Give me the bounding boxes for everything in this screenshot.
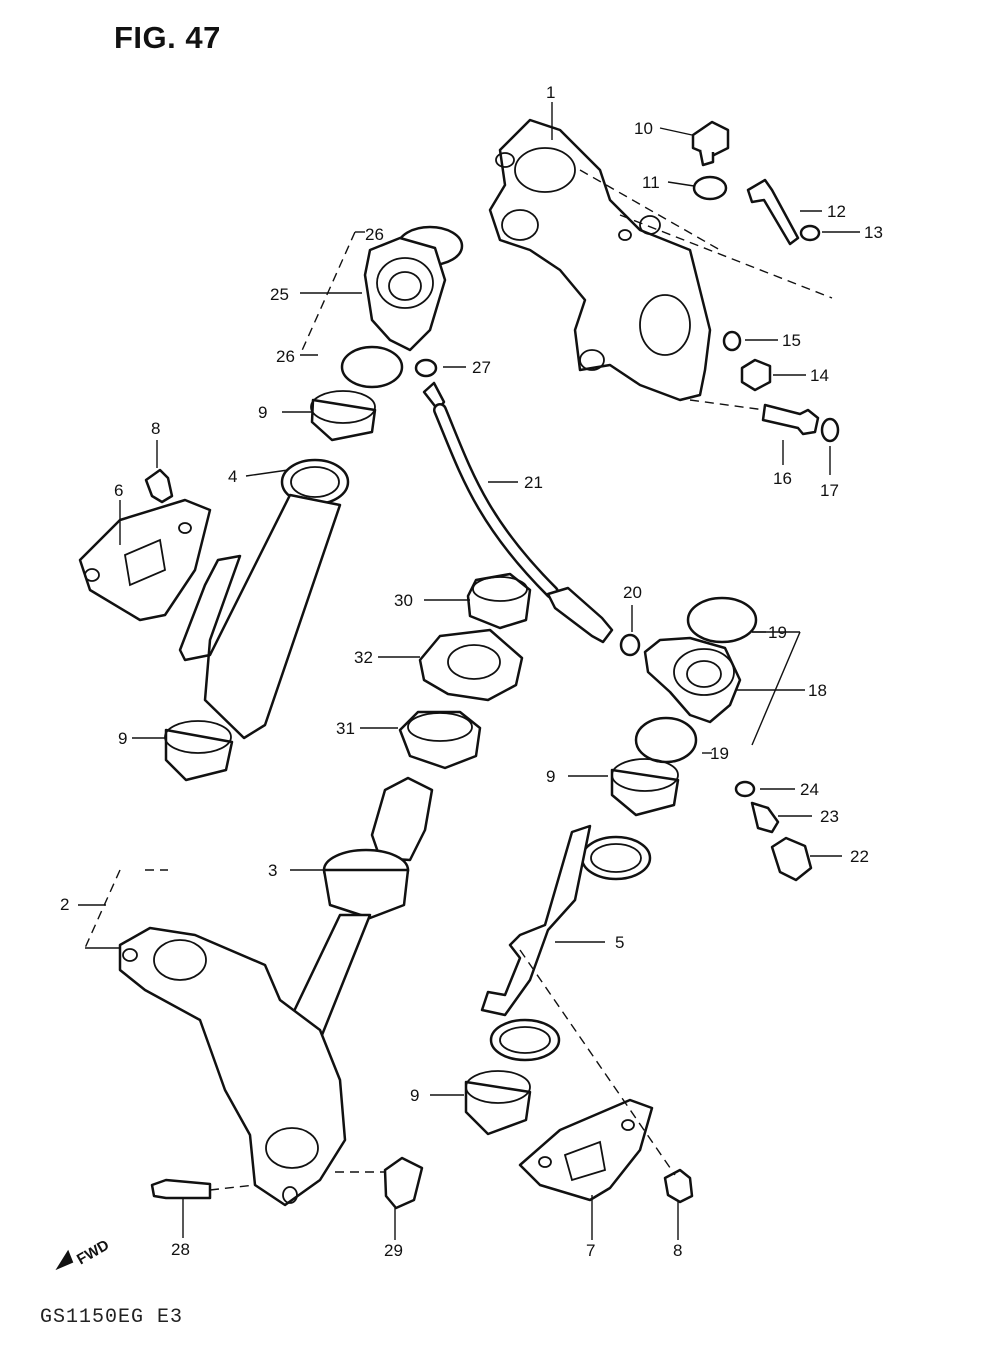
callout-10: 10 [634, 119, 653, 138]
bracket-4 [178, 458, 350, 740]
bolt-10 [691, 120, 730, 167]
callout-18: 18 [808, 681, 827, 700]
grommet-9-a [310, 390, 377, 442]
callout-27: 27 [472, 358, 491, 377]
callout-22: 22 [850, 847, 869, 866]
callout-2: 2 [60, 895, 69, 914]
bolt-16 [761, 403, 820, 436]
callout-32: 32 [354, 648, 373, 667]
callout-23: 23 [820, 807, 839, 826]
callout-30: 30 [394, 591, 413, 610]
callout-9-d: 9 [410, 1086, 419, 1105]
callout-29: 29 [384, 1241, 403, 1260]
seal-26-lower [340, 345, 404, 389]
grommet-9-b [164, 720, 234, 782]
callout-26-upper: 26 [365, 225, 384, 244]
callout-8-bottom: 8 [673, 1241, 682, 1260]
plate-29 [383, 1156, 424, 1210]
callout-1: 1 [546, 83, 555, 102]
callout-15: 15 [782, 331, 801, 350]
seal-19-upper [686, 596, 758, 644]
callout-19-upper: 19 [768, 623, 787, 642]
washer-13 [799, 224, 821, 242]
washer-15 [722, 330, 742, 352]
seal-19-lower [634, 716, 698, 764]
joint-18 [643, 636, 742, 724]
race-32 [418, 628, 524, 702]
callout-13: 13 [864, 223, 883, 242]
screw-8-top [144, 468, 174, 504]
dust-seal-30 [466, 572, 532, 630]
callout-9-c: 9 [546, 767, 555, 786]
callout-20: 20 [623, 583, 642, 602]
steering-stem-3 [283, 776, 434, 1042]
washer-11 [692, 175, 728, 201]
washer-17 [820, 417, 840, 443]
grommet-9-c [610, 758, 680, 817]
washer-27 [414, 358, 438, 378]
callout-19-lower: 19 [710, 744, 729, 763]
bolt-28 [150, 1178, 212, 1200]
callout-9-b: 9 [118, 729, 127, 748]
upper-bracket [488, 118, 712, 402]
washer-24 [734, 780, 756, 798]
callout-5: 5 [615, 933, 624, 952]
bolt-12 [746, 178, 800, 246]
plate-6 [78, 498, 212, 622]
forward-arrow-icon [55, 1249, 74, 1271]
hose-union-25 [363, 236, 447, 352]
cap-22 [770, 836, 813, 882]
grommet-9-d [464, 1070, 532, 1136]
plate-7 [518, 1098, 654, 1202]
lower-bracket-2 [118, 926, 347, 1207]
callout-17: 17 [820, 481, 839, 500]
callout-8-top: 8 [151, 419, 160, 438]
figure-title: FIG. 47 [114, 20, 221, 55]
callout-25: 25 [270, 285, 289, 304]
bleeder-23 [750, 801, 780, 834]
callout-12: 12 [827, 202, 846, 221]
washer-20 [619, 633, 641, 657]
callout-31: 31 [336, 719, 355, 738]
callout-7: 7 [586, 1241, 595, 1260]
callout-11: 11 [642, 173, 660, 192]
callout-labels: 1 2 3 4 5 6 7 8 8 9 9 9 9 10 11 12 13 14… [60, 83, 883, 1260]
callout-26-lower: 26 [276, 347, 295, 366]
leader-lines [78, 102, 860, 1240]
brake-hose-21 [422, 381, 614, 644]
bearing-31 [398, 710, 482, 770]
callout-4: 4 [228, 467, 237, 486]
callout-16: 16 [773, 469, 792, 488]
callout-24: 24 [800, 780, 819, 799]
callout-9-a: 9 [258, 403, 267, 422]
callout-6: 6 [114, 481, 123, 500]
screw-8-bottom [663, 1168, 694, 1204]
callout-14: 14 [810, 366, 829, 385]
callout-21: 21 [524, 473, 543, 492]
nut-14 [740, 358, 772, 392]
callout-28: 28 [171, 1240, 190, 1259]
bracket-5 [480, 824, 652, 1062]
callout-3: 3 [268, 861, 277, 880]
model-code: GS1150EG E3 [40, 1306, 184, 1329]
